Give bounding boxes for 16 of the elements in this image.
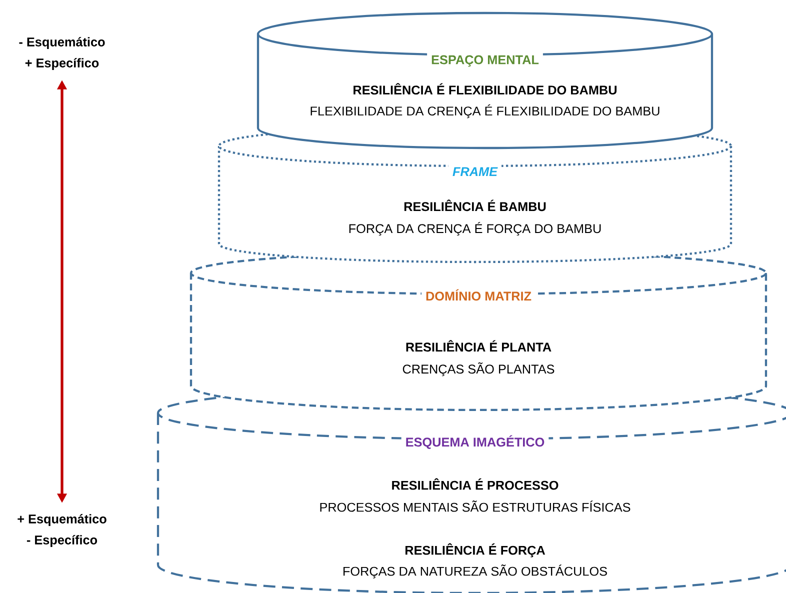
node-label: FORÇAS DA NATUREZA SÃO OBSTÁCULOS [343, 564, 607, 578]
scale-label: + Específico [25, 58, 99, 70]
node-label: RESILIÊNCIA É FORÇA [405, 543, 546, 558]
scale-label: - Específico [26, 535, 98, 547]
cylinder: DOMÍNIO MATRIZ RESILIÊNCIA É PLANTA CRENÇAS SÃO PLANTAS [190, 250, 768, 412]
cylinder: ESPAÇO MENTAL RESILIÊNCIA É FLEXIBILIDADE DO BAMBU FLEXIBILIDADE DA CRENÇA É FLEXIBILIDADE DO BAMBU [256, 12, 714, 150]
node-label: RESILIÊNCIA É PLANTA [406, 340, 552, 352]
node-label: DOMÍNIO MATRIZ [426, 289, 532, 301]
scale-label: + Esquemático [18, 514, 106, 526]
scale-label: - Esquemático [19, 37, 105, 49]
node-label: CRENÇAS SÃO PLANTAS [402, 362, 554, 376]
node-label: RESILIÊNCIA É PROCESSO [392, 478, 558, 490]
node-label: ESQUEMA IMAGÉTICO [406, 435, 544, 449]
node-label: PROCESSOS MENTAIS SÃO ESTRUTURAS FÍSICAS [320, 500, 630, 512]
cylinder: ESQUEMA IMAGÉTICO RESILIÊNCIA É PROCESSO PROCESSOS MENTAIS SÃO ESTRUTURAS FÍSICAS RESILIÊNCIA É FORÇA FORÇAS DA NATUREZA SÃO OBSTÁCULOS [156, 386, 786, 593]
cylinder: FRAME RESILIÊNCIA É BAMBU FORÇA DA CRENÇA É FORÇA DO BAMBU [218, 124, 732, 264]
